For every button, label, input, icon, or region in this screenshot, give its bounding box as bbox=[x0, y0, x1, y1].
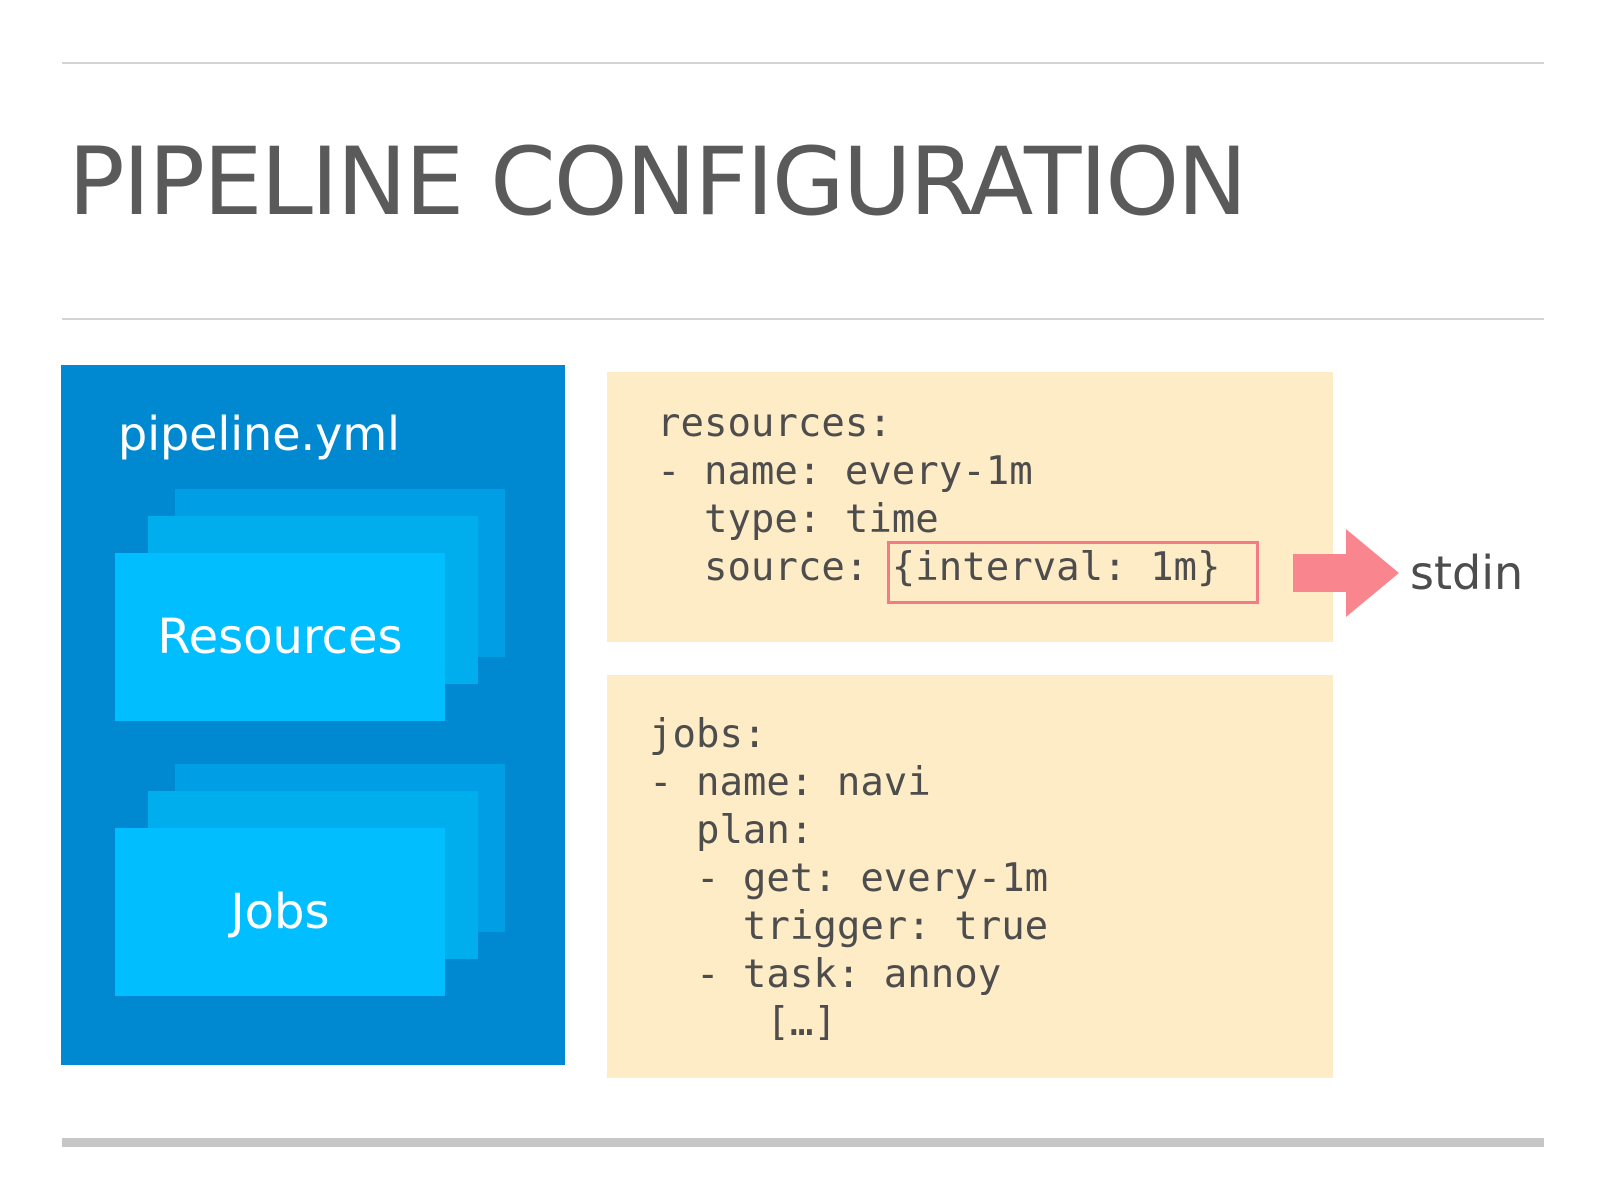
arrow-shape bbox=[1293, 529, 1399, 617]
pipeline-file-panel: pipeline.yml Resources Jobs bbox=[61, 365, 565, 1065]
jobs-yaml-line: trigger: true bbox=[649, 904, 1049, 949]
resources-label: Resources bbox=[157, 609, 403, 665]
resources-yaml-line: type: time bbox=[657, 497, 939, 542]
slide-title: PIPELINE CONFIGURATION bbox=[68, 128, 1247, 237]
bottom-divider bbox=[62, 1138, 1544, 1147]
jobs-yaml-line: - task: annoy bbox=[649, 952, 1002, 997]
jobs-yaml-line: plan: bbox=[649, 808, 814, 853]
resources-yaml-block: resources:- name: every-1m type: time so… bbox=[607, 372, 1333, 642]
right-arrow-icon bbox=[1293, 529, 1399, 617]
stdin-label: stdin bbox=[1410, 546, 1524, 600]
title-divider bbox=[62, 318, 1544, 320]
jobs-yaml-line: - get: every-1m bbox=[649, 856, 1049, 901]
resources-yaml-line: resources: bbox=[657, 401, 892, 446]
jobs-yaml-line: - name: navi bbox=[649, 760, 931, 805]
resources-sheet-front: Resources bbox=[115, 553, 445, 721]
jobs-yaml-line: […] bbox=[649, 1000, 837, 1045]
jobs-label: Jobs bbox=[230, 884, 330, 940]
jobs-sheet-front: Jobs bbox=[115, 828, 445, 996]
jobs-yaml-code: jobs:- name: navi plan: - get: every-1m … bbox=[649, 711, 1048, 1047]
resources-yaml-code: resources:- name: every-1m type: time so… bbox=[657, 400, 1221, 592]
pipeline-file-name: pipeline.yml bbox=[118, 407, 400, 461]
resources-yaml-line: - name: every-1m bbox=[657, 449, 1033, 494]
jobs-stack: Jobs bbox=[115, 764, 505, 996]
interval-highlight-box bbox=[887, 541, 1259, 604]
jobs-yaml-line: jobs: bbox=[649, 712, 767, 757]
resources-yaml-line: source: {interval: 1m} bbox=[657, 545, 1221, 590]
resources-stack: Resources bbox=[115, 489, 505, 721]
top-divider bbox=[62, 62, 1544, 64]
jobs-yaml-block: jobs:- name: navi plan: - get: every-1m … bbox=[607, 675, 1333, 1078]
